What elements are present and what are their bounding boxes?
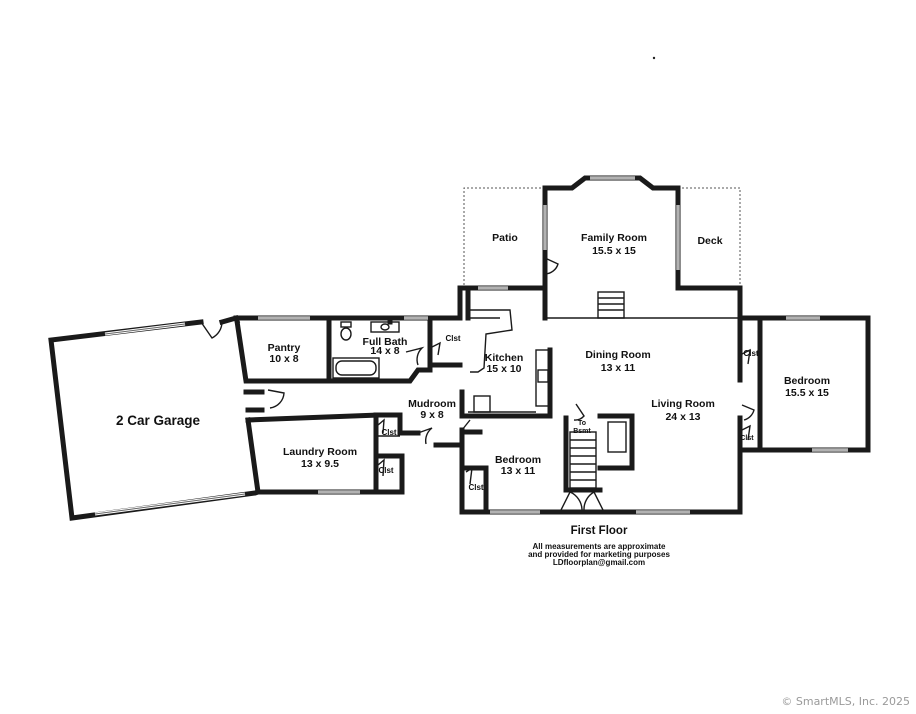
dining-room-size: 13 x 11 xyxy=(601,362,636,374)
note-email: LDfloorplan@gmail.com xyxy=(553,558,645,567)
left-wing-walls xyxy=(233,315,463,495)
pantry-label: Pantry xyxy=(268,342,301,354)
family-room-size: 15.5 x 15 xyxy=(592,245,636,257)
kitchen-size: 15 x 10 xyxy=(486,363,521,375)
full-bath-size: 14 x 8 xyxy=(370,345,399,357)
full-bath-label: Full Bath xyxy=(363,336,408,348)
laundry-size: 13 x 9.5 xyxy=(301,458,339,470)
rear-walls xyxy=(463,175,743,321)
mudroom-label: Mudroom xyxy=(408,398,456,410)
living-room-label: Living Room xyxy=(651,398,715,410)
stairs-label-to: To xyxy=(578,420,586,427)
family-room-label: Family Room xyxy=(581,232,647,244)
right-bedroom-size: 15.5 x 15 xyxy=(785,387,829,399)
floor-title: First Floor xyxy=(571,525,628,537)
right-bedroom-label: Bedroom xyxy=(784,375,830,387)
kitchen-label: Kitchen xyxy=(485,352,524,364)
living-room-size: 24 x 13 xyxy=(665,411,700,423)
closet-label-right-bottom: Clst xyxy=(740,435,754,442)
front-bedroom-label: Bedroom xyxy=(495,454,541,466)
dining-room-label: Dining Room xyxy=(585,349,650,361)
closet-label-front-bedroom: Clst xyxy=(468,483,483,492)
garage-label: 2 Car Garage xyxy=(116,413,201,428)
scan-speck xyxy=(652,56,656,60)
closet-label-laundry-bottom: Clst xyxy=(378,466,393,475)
patio-label: Patio xyxy=(492,232,518,244)
closet-label-right-top: Clst xyxy=(743,349,758,358)
laundry-label: Laundry Room xyxy=(283,446,357,458)
main-walls xyxy=(459,315,743,515)
stairs-label-bsmt: Bsmt xyxy=(573,428,591,435)
closet-label-bath: Clst xyxy=(445,334,460,343)
closet-label-laundry-top: Clst xyxy=(381,428,396,437)
right-bedroom-walls xyxy=(737,315,871,453)
mudroom-size: 9 x 8 xyxy=(420,409,444,421)
front-bedroom-size: 13 x 11 xyxy=(501,465,536,477)
note-line-2: and provided for marketing purposes xyxy=(528,550,670,559)
pantry-size: 10 x 8 xyxy=(269,353,298,365)
note-line-1: All measurements are approximate xyxy=(533,542,666,551)
deck-label: Deck xyxy=(697,235,722,247)
copyright-watermark: © SmartMLS, Inc. 2025 xyxy=(781,695,910,708)
